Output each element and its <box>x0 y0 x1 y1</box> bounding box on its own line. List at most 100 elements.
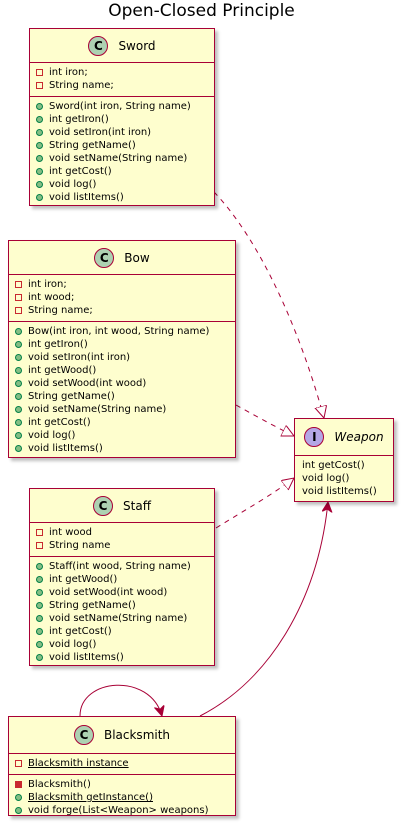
public-method-icon <box>36 168 43 175</box>
method-row: String getName() <box>9 390 235 403</box>
class-name: Bow <box>124 250 150 265</box>
class-name: Sword <box>118 38 156 53</box>
class-blacksmith-header: C Blacksmith <box>9 717 235 754</box>
public-method-icon <box>36 563 43 570</box>
public-method-icon <box>15 393 22 400</box>
class-name: Blacksmith <box>103 728 171 742</box>
public-method-icon <box>36 194 43 201</box>
public-method-icon <box>15 432 22 439</box>
diagram-title: Open-Closed Principle <box>108 1 295 21</box>
method-row: int getWood() <box>9 364 235 377</box>
public-method-icon <box>36 155 43 162</box>
interface-weapon[interactable]: I Weapon int getCost() void log() void l… <box>294 418 394 502</box>
public-method-icon <box>36 116 43 123</box>
fields-section: int iron; String name; <box>30 63 214 97</box>
class-staff[interactable]: C Staff int wood String name Staff(int w… <box>29 488 215 666</box>
class-bow[interactable]: C Bow int iron; int wood; String name; B… <box>8 240 236 458</box>
field-row: Blacksmith instance <box>9 757 235 770</box>
method-row: void listItems() <box>30 191 214 204</box>
method-row: Staff(int wood, String name) <box>30 560 214 573</box>
method-row: void setName(String name) <box>9 403 235 416</box>
methods-section: Staff(int wood, String name) int getWood… <box>30 557 214 668</box>
interface-weapon-header: I Weapon <box>295 419 393 456</box>
public-method-icon <box>36 181 43 188</box>
method-row: void setIron(int iron) <box>9 351 235 364</box>
method-row: int getCost() <box>302 460 365 471</box>
interface-icon: I <box>304 427 325 447</box>
method-row: void log() <box>302 473 350 484</box>
public-method-icon <box>36 142 43 149</box>
method-row: void forge(List<Weapon> weapons) <box>9 804 235 817</box>
method-row: int getCost() <box>30 165 214 178</box>
public-method-icon <box>15 445 22 452</box>
method-row: void setName(String name) <box>30 612 214 625</box>
private-field-icon <box>36 542 43 549</box>
field-row: String name; <box>9 304 235 317</box>
private-field-icon <box>15 760 22 767</box>
method-row: void setName(String name) <box>30 152 214 165</box>
method-row: void setIron(int iron) <box>30 126 214 139</box>
public-method-icon <box>15 341 22 348</box>
class-icon: C <box>93 495 114 516</box>
method-row: void log() <box>30 638 214 651</box>
public-method-icon <box>36 654 43 661</box>
private-field-icon <box>15 307 22 314</box>
field-row: int wood; <box>9 291 235 304</box>
method-row: void log() <box>9 429 235 442</box>
public-method-icon <box>36 615 43 622</box>
private-field-icon <box>15 294 22 301</box>
class-bow-header: C Bow <box>9 241 235 275</box>
blacksmith-self-association <box>79 684 162 716</box>
method-row: Blacksmith getInstance() <box>9 791 235 804</box>
method-row: Sword(int iron, String name) <box>30 100 214 113</box>
methods-section: Bow(int iron, int wood, String name) int… <box>9 322 235 459</box>
public-method-icon <box>15 380 22 387</box>
public-method-icon <box>15 328 22 335</box>
public-method-icon <box>36 641 43 648</box>
method-row: String getName() <box>30 599 214 612</box>
method-row: int getCost() <box>30 625 214 638</box>
interface-name: Weapon <box>334 430 384 444</box>
method-row: int getWood() <box>30 573 214 586</box>
public-method-icon <box>36 589 43 596</box>
blacksmith-uses-weapon <box>199 502 328 717</box>
method-row: void listItems() <box>302 486 377 497</box>
staff-realizes-weapon <box>215 478 294 529</box>
public-method-icon <box>15 807 22 814</box>
class-icon: C <box>88 35 109 56</box>
field-row: String name; <box>30 79 214 92</box>
public-method-icon <box>36 129 43 136</box>
methods-section: Sword(int iron, String name) int getIron… <box>30 97 214 208</box>
method-row: int getIron() <box>30 113 214 126</box>
class-sword[interactable]: C Sword int iron; String name; Sword(int… <box>29 28 215 206</box>
field-row: int iron; <box>30 66 214 79</box>
bow-realizes-weapon <box>235 404 294 436</box>
method-row: Bow(int iron, int wood, String name) <box>9 325 235 338</box>
class-sword-header: C Sword <box>30 29 214 63</box>
private-field-icon <box>36 69 43 76</box>
public-method-icon <box>36 103 43 110</box>
fields-section: int wood String name <box>30 523 214 557</box>
method-row: int getCost() <box>9 416 235 429</box>
class-blacksmith[interactable]: C Blacksmith Blacksmith instance Blacksm… <box>8 716 236 816</box>
method-row: String getName() <box>30 139 214 152</box>
methods-section: int getCost() void log() void listItems(… <box>295 456 393 502</box>
public-method-icon <box>36 628 43 635</box>
fields-section: Blacksmith instance <box>9 754 235 775</box>
private-method-icon <box>15 781 22 788</box>
class-icon: C <box>73 725 94 745</box>
fields-section: int iron; int wood; String name; <box>9 275 235 322</box>
method-row: Blacksmith() <box>9 778 235 791</box>
private-field-icon <box>36 529 43 536</box>
private-field-icon <box>36 82 43 89</box>
private-field-icon <box>15 281 22 288</box>
method-row: int getIron() <box>9 338 235 351</box>
method-row: void listItems() <box>9 442 235 455</box>
public-method-icon <box>36 576 43 583</box>
method-row: void setWood(int wood) <box>30 586 214 599</box>
public-method-icon <box>15 419 22 426</box>
method-row: void log() <box>30 178 214 191</box>
class-name: Staff <box>123 498 151 513</box>
public-method-icon <box>15 406 22 413</box>
